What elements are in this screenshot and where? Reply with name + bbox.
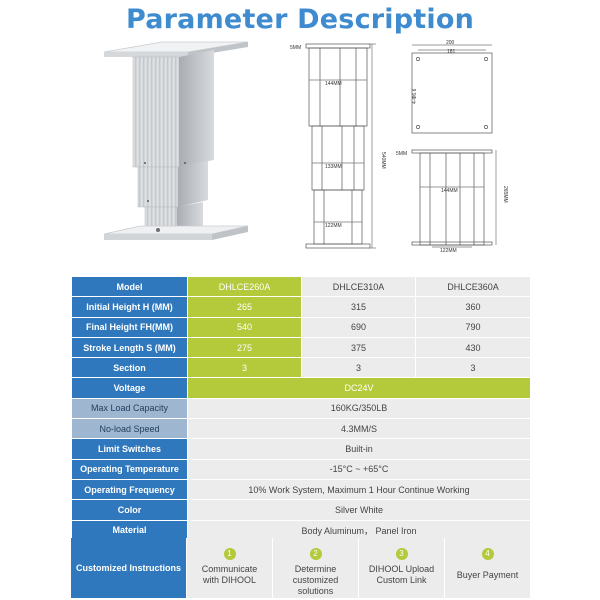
row-label: Max Load Capacity xyxy=(71,397,188,420)
custom-instructions-row: Customized Instructions 1 Communicate wi… xyxy=(71,538,530,598)
row-label: Limit Switches xyxy=(71,438,188,460)
value-cell: 430 xyxy=(415,336,531,359)
value-cell: Silver White xyxy=(187,499,531,521)
step-number-badge: 4 xyxy=(481,548,494,560)
dim-label: 540MM xyxy=(380,152,386,169)
step-text: DIHOOL Upload Custom Link xyxy=(368,564,435,585)
value-cell: -15°C ~ +65°C xyxy=(187,458,531,480)
table-row: Limit Switches Built-in xyxy=(71,438,531,460)
row-label: Stroke Length S (MM) xyxy=(71,336,188,359)
value-cell: 4.3MM/S xyxy=(187,418,531,440)
dim-label: 5MM xyxy=(290,45,301,51)
model-cell: DHLCE360A xyxy=(415,275,531,298)
value-cell: 375 xyxy=(301,336,416,359)
row-label: Operating Temperature xyxy=(71,458,188,480)
dim-label: 144MM xyxy=(325,81,342,87)
table-row: Operating Frequency 10% Work System, Max… xyxy=(71,478,531,501)
dim-label: 265MM xyxy=(502,186,508,203)
step-cell: 4 Buyer Payment xyxy=(445,538,530,598)
spec-table: Model DHLCE260A DHLCE310A DHLCE360A Init… xyxy=(71,275,531,541)
table-row: Stroke Length S (MM) 275 375 430 xyxy=(71,336,531,359)
table-row: Operating Temperature -15°C ~ +65°C xyxy=(71,458,531,480)
table-row: Final Height FH(MM) 540 690 790 xyxy=(71,316,531,338)
value-cell: Built-in xyxy=(187,438,531,460)
step-cell: 3 DIHOOL Upload Custom Link xyxy=(359,538,445,598)
step-number-badge: 2 xyxy=(309,548,322,560)
dim-label: 181 xyxy=(447,49,456,55)
dim-label: 122MM xyxy=(440,248,457,254)
lifting-column-render xyxy=(103,41,249,240)
value-cell: 3 xyxy=(415,357,531,379)
value-cell: 360 xyxy=(415,296,531,318)
dim-label: 144MM xyxy=(441,188,458,194)
value-cell: 10% Work System, Maximum 1 Hour Continue… xyxy=(187,478,531,501)
model-cell: DHLCE310A xyxy=(301,275,416,298)
row-label: Final Height FH(MM) xyxy=(71,316,188,338)
step-text: Buyer Payment xyxy=(456,570,519,580)
product-figures: 5MM 144MM 133MM 122MM 540MM 200 181 4-Φ6… xyxy=(103,40,508,254)
dim-label: 133MM xyxy=(325,164,342,170)
front-view-drawing xyxy=(305,43,376,249)
dim-label: 122MM xyxy=(325,223,342,229)
value-cell: 3 xyxy=(301,357,416,379)
table-row: Voltage DC24V xyxy=(71,377,531,399)
row-label: Voltage xyxy=(71,377,188,399)
side-view-drawing xyxy=(411,149,497,248)
row-label: Customized Instructions xyxy=(71,538,187,598)
row-label: Initial Height H (MM) xyxy=(71,296,188,318)
row-label: No-load Speed xyxy=(71,418,188,440)
value-cell: 315 xyxy=(301,296,416,318)
table-row: Section 3 3 3 xyxy=(71,357,531,379)
model-cell: DHLCE260A xyxy=(187,275,302,298)
table-header-row: Model DHLCE260A DHLCE310A DHLCE360A xyxy=(71,275,531,298)
page-title: Parameter Description xyxy=(125,4,475,35)
table-row: Material Body Aluminum， Panel Iron xyxy=(71,519,531,541)
value-cell: 265 xyxy=(187,296,302,318)
top-view-drawing xyxy=(411,44,493,134)
value-cell: 3 xyxy=(187,357,302,379)
value-cell: 690 xyxy=(301,316,416,338)
step-text: Communicate with DIHOOL xyxy=(201,564,258,585)
step-number-badge: 3 xyxy=(395,548,408,560)
step-text: Determine customized solutions xyxy=(292,564,339,596)
value-cell: Body Aluminum， Panel Iron xyxy=(187,519,531,541)
row-label: Model xyxy=(71,275,188,298)
dim-label: 5MM xyxy=(396,151,407,157)
step-number-badge: 1 xyxy=(223,548,236,560)
value-cell: 790 xyxy=(415,316,531,338)
row-label: Operating Frequency xyxy=(71,478,188,501)
dim-label: 200 xyxy=(446,40,455,46)
step-cell: 1 Communicate with DIHOOL xyxy=(187,538,273,598)
table-row: No-load Speed 4.3MM/S xyxy=(71,418,531,440)
table-row: Initial Height H (MM) 265 315 360 xyxy=(71,296,531,318)
step-cell: 2 Determine customized solutions xyxy=(273,538,359,598)
value-cell: DC24V xyxy=(187,377,531,399)
row-label: Section xyxy=(71,357,188,379)
table-row: Max Load Capacity 160KG/350LB xyxy=(71,397,531,420)
row-label: Color xyxy=(71,499,188,521)
dim-label: 4-Φ6.6 xyxy=(412,88,418,104)
table-row: Color Silver White xyxy=(71,499,531,521)
value-cell: 540 xyxy=(187,316,302,338)
value-cell: 275 xyxy=(187,336,302,359)
value-cell: 160KG/350LB xyxy=(187,397,531,420)
